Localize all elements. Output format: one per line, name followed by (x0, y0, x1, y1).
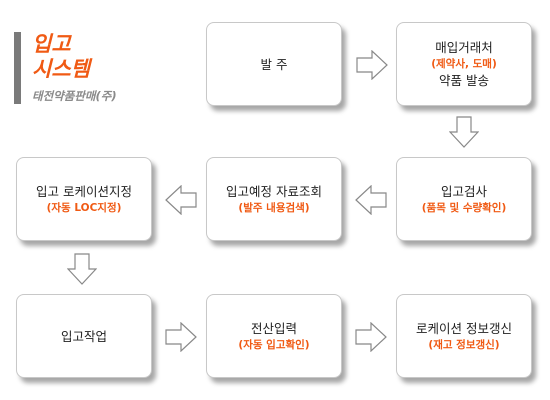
step-label: 로케이션 정보갱신 (416, 320, 512, 336)
arrow-right-icon (356, 50, 388, 80)
arrow-down-icon (449, 116, 479, 148)
step-location-update: 로케이션 정보갱신 (재고 정보갱신) (396, 294, 532, 378)
step-label: 발 주 (260, 56, 288, 72)
step-sublabel: (품목 및 수량확인) (421, 201, 507, 214)
step-label: 입고검사 (440, 183, 487, 199)
step-system-input: 전산입력 (자동 입고확인) (206, 294, 342, 378)
title-line-2: 시스템 (32, 57, 90, 81)
arrow-down-icon (67, 253, 97, 285)
step-location-assign: 입고 로케이션지정 (자동 LOC지정) (16, 157, 152, 241)
company-subtitle: 태전약품판매(주) (32, 89, 117, 103)
step-label: 전산입력 (250, 320, 297, 336)
step-sublabel: (제약사, 도매) (431, 58, 497, 70)
arrow-right-icon (165, 322, 197, 352)
step-sublabel: (발주 내용검색) (238, 201, 310, 214)
step-inspection: 입고검사 (품목 및 수량확인) (396, 157, 532, 241)
step-label: 입고작업 (60, 328, 107, 344)
page-title: 입고 시스템 (32, 32, 90, 82)
step-schedule-lookup: 입고예정 자료조회 (발주 내용검색) (206, 157, 342, 241)
title-line-1: 입고 (32, 32, 71, 56)
step-label: 입고 로케이션지정 (36, 183, 132, 199)
step-label: 입고예정 자료조회 (226, 183, 322, 199)
step-label-2: 약품 발송 (439, 73, 489, 88)
step-order: 발 주 (206, 22, 342, 106)
step-label: 매입거래처 (435, 40, 493, 55)
step-sublabel: (재고 정보갱신) (428, 338, 500, 351)
step-receiving-work: 입고작업 (16, 294, 152, 378)
step-sublabel: (자동 LOC지정) (46, 201, 122, 214)
arrow-right-icon (355, 322, 387, 352)
arrow-left-icon (355, 185, 387, 215)
step-supplier: 매입거래처 (제약사, 도매) 약품 발송 (396, 22, 532, 106)
step-sublabel: (자동 입고확인) (238, 338, 310, 351)
title-accent-bar (14, 32, 21, 104)
arrow-left-icon (165, 185, 197, 215)
